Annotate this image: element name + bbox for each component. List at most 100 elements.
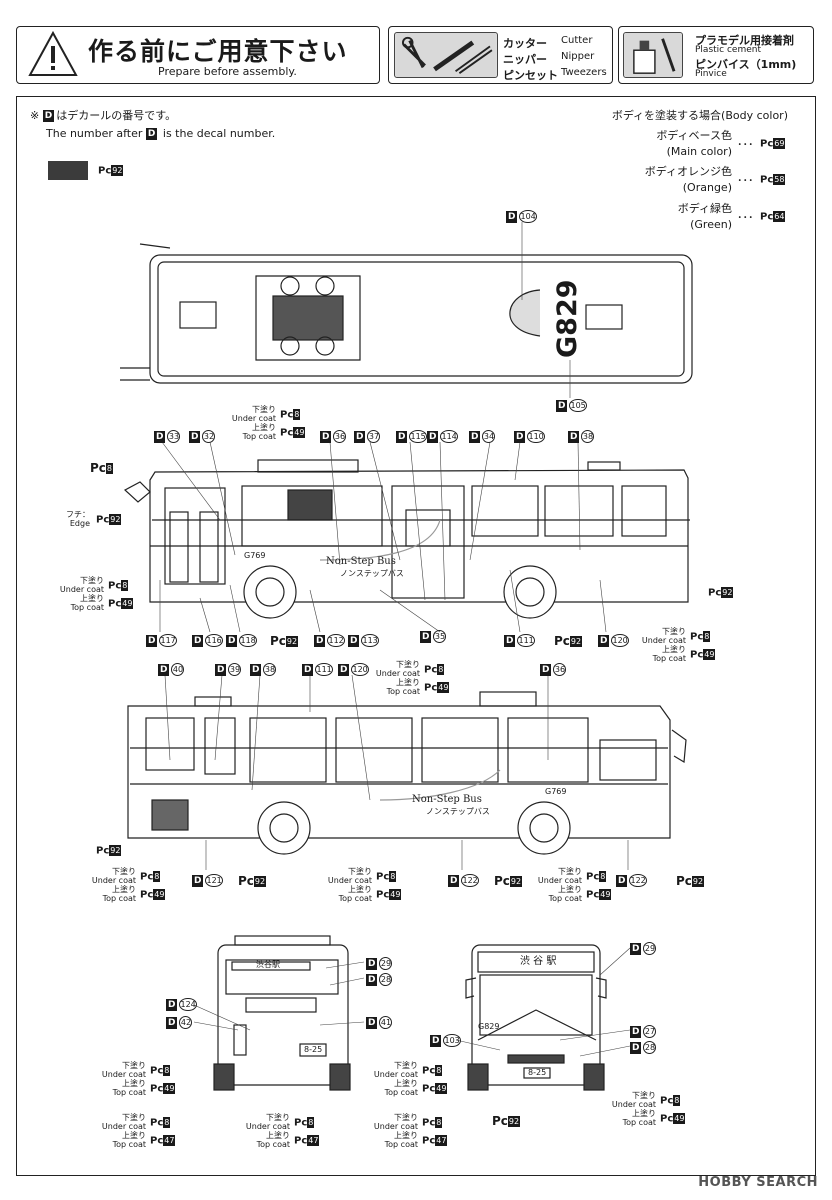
body-color-green-paint: Pc64	[760, 211, 786, 223]
coat-top-ja: 上塗り	[394, 1131, 418, 1140]
coat-under-en: Under coat	[101, 1122, 146, 1131]
instruction-panel	[16, 96, 816, 1176]
paint-top-ref: Pc49	[660, 1113, 686, 1125]
paint-under-ref: Pc8	[280, 409, 301, 421]
tools-illustration-icon	[394, 32, 498, 78]
coat-top-en: Top coat	[622, 1118, 656, 1127]
edge-en: Edge	[69, 519, 90, 528]
decal-note-en: The number after D is the decal number.	[46, 127, 276, 140]
side-logo-left: Non-Step Bus	[326, 556, 396, 567]
coat-top-en: Top coat	[652, 654, 686, 663]
paint-body-ref: Pc92	[708, 587, 734, 599]
paint-under-ref: Pc8	[140, 871, 161, 883]
tool-nipper-en: Nipper	[561, 51, 595, 62]
watermark: HOBBY SEARCH	[698, 1175, 818, 1190]
coat-under-ja: 下塗り	[662, 627, 686, 636]
body-color-dots: ･･･	[737, 174, 754, 187]
coat-top-en: Top coat	[102, 894, 136, 903]
front-view	[465, 944, 607, 1091]
paint-under-ref: Pc8	[108, 580, 129, 592]
coat-under-ja: 下塗り	[112, 867, 136, 876]
paint-body-ref: Pc92	[676, 874, 705, 888]
coat-top-ja: 上塗り	[112, 885, 136, 894]
coat-top-ja: 上塗り	[122, 1079, 146, 1088]
tool-nipper-ja: ニッパー	[503, 53, 547, 66]
coat-top-en: Top coat	[384, 1140, 418, 1149]
paint-under-ref: Pc8	[150, 1065, 171, 1077]
coat-top-en: Top coat	[242, 432, 276, 441]
paint-top-ref: Pc47	[294, 1135, 320, 1147]
side-logo-left-ja: ノンステップバス	[340, 569, 404, 578]
body-color-main-paint: Pc69	[760, 138, 786, 150]
paint-under-ref: Pc8	[294, 1117, 315, 1129]
front-plate: 8-25	[528, 1068, 547, 1077]
paint-under-ref: Pc8	[150, 1117, 171, 1129]
roof-view	[120, 243, 693, 384]
coat-top-en: Top coat	[70, 603, 104, 612]
body-color-title: ボディを塗装する場合(Body color)	[611, 109, 788, 122]
glue-pinvice-en: Pinvice	[695, 69, 727, 79]
coat-top-en: Top coat	[256, 1140, 290, 1149]
right-side-view	[127, 691, 687, 855]
paint-under-ref: Pc8	[586, 871, 607, 883]
coat-top-ja: 上塗り	[662, 645, 686, 654]
body-color-dots: ･･･	[737, 138, 754, 151]
tool-cutter-en: Cutter	[561, 35, 593, 46]
paint-body-ref: Pc92	[494, 874, 523, 888]
coat-top-ja: 上塗り	[394, 1079, 418, 1088]
glue-cement-ja: プラモデル用接着剤	[695, 34, 794, 47]
coat-top-en: Top coat	[112, 1140, 146, 1149]
coat-top-en: Top coat	[548, 894, 582, 903]
paint-edge-ref: Pc92	[96, 514, 122, 526]
paint-body-ref: Pc92	[238, 874, 267, 888]
rear-plate: 8-25	[304, 1045, 323, 1054]
edge-ja: フチ：	[66, 510, 90, 519]
rear-view	[213, 935, 351, 1091]
body-color-orange-en: (Orange)	[682, 181, 732, 194]
front-code: G829	[478, 1022, 500, 1031]
coat-top-ja: 上塗り	[396, 678, 420, 687]
warning-title: 作る前にご用意下さい	[88, 37, 348, 66]
body-color-green-ja: ボディ緑色	[677, 202, 732, 215]
paint-top-ref: Pc49	[690, 649, 716, 661]
fleet-number-left: G769	[244, 551, 266, 560]
roof-number-text: G829	[552, 279, 583, 358]
coat-top-ja: 上塗り	[632, 1109, 656, 1118]
coat-top-ja: 上塗り	[558, 885, 582, 894]
coat-under-en: Under coat	[91, 876, 136, 885]
side-logo-right-ja: ノンステップバス	[426, 807, 490, 816]
coat-under-ja: 下塗り	[266, 1113, 290, 1122]
body-color-orange-ja: ボディオレンジ色	[644, 165, 732, 178]
rear-destination: 渋谷駅	[256, 960, 280, 969]
coat-under-en: Under coat	[537, 876, 582, 885]
coat-under-en: Under coat	[59, 585, 104, 594]
body-color-orange-paint: Pc58	[760, 174, 786, 186]
paint-top-ref: Pc49	[424, 682, 450, 694]
coat-under-en: Under coat	[641, 636, 686, 645]
paint-top-ref: Pc49	[280, 427, 306, 439]
paint-under-ref: Pc8	[690, 631, 711, 643]
coat-under-ja: 下塗り	[396, 660, 420, 669]
glue-pinvice-ja: ピンバイス（1mm)	[695, 58, 797, 71]
